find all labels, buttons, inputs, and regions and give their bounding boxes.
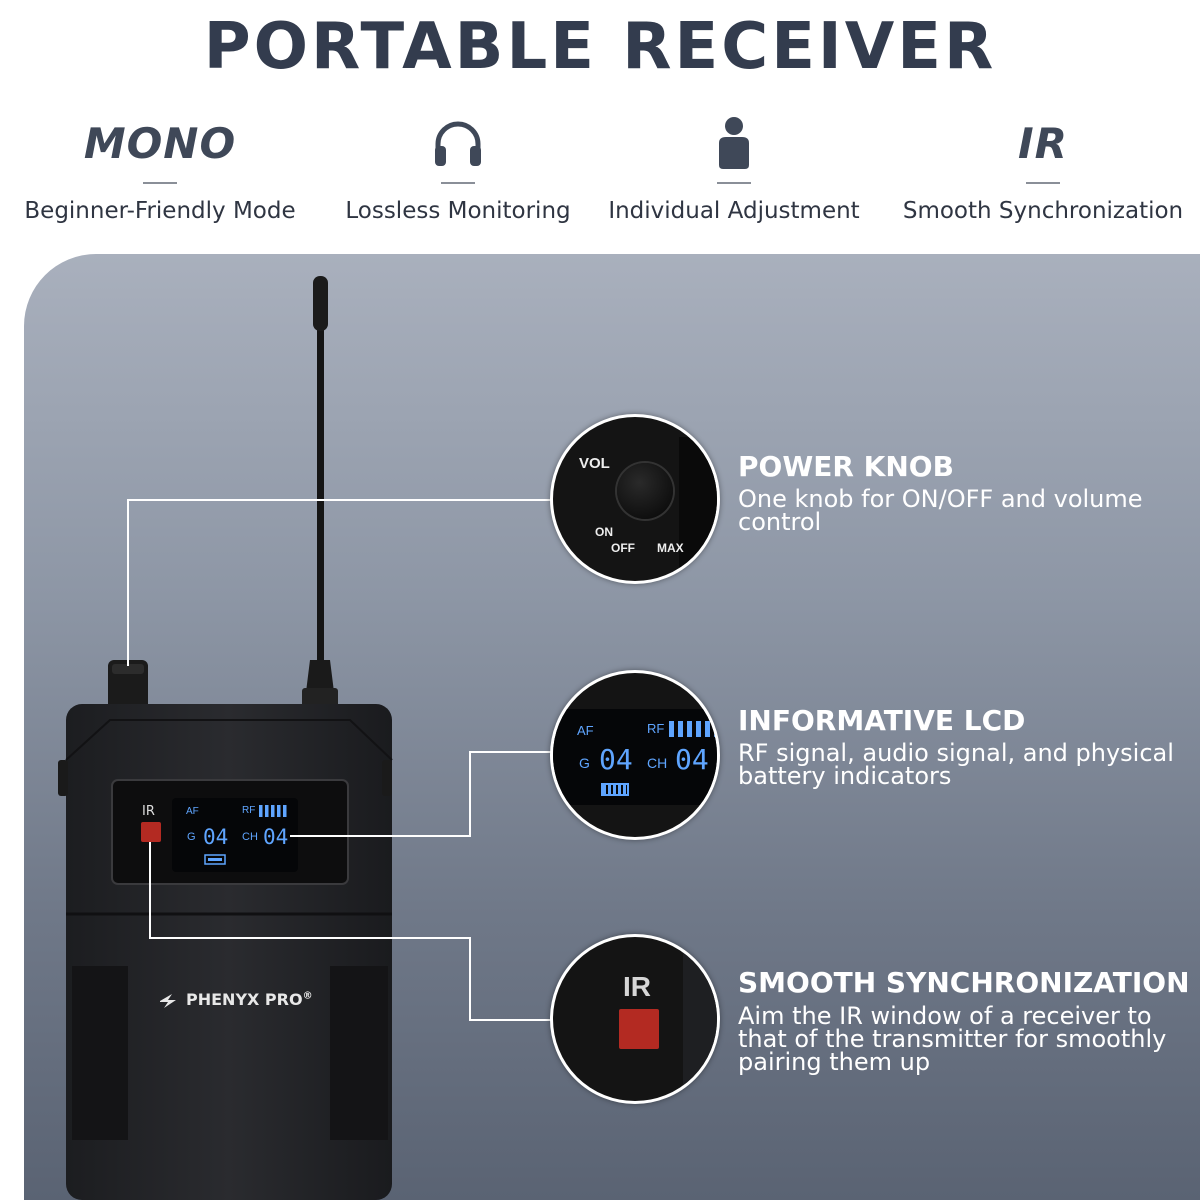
- lcd-g: G: [187, 831, 196, 843]
- person-icon: [719, 117, 749, 169]
- ir-zoom-label: IR: [623, 971, 651, 1002]
- lcd-zoom-battery-icon: [601, 783, 629, 796]
- lcd-zoom-af: AF: [577, 723, 594, 738]
- feature-ir: IR Smooth Synchronization: [888, 112, 1198, 232]
- mono-text: MONO: [83, 118, 237, 168]
- antenna-tip: [313, 276, 328, 331]
- ir-zoom-circle: IR: [550, 934, 720, 1104]
- lcd-g-value: 04: [203, 825, 229, 849]
- knob-zoom-circle: VOL ON OFF MAX: [550, 414, 720, 584]
- feature-label: Lossless Monitoring: [345, 198, 571, 224]
- knob-zoom-on: ON: [595, 525, 613, 539]
- lcd-ch: CH: [242, 831, 258, 843]
- headphones-icon: [435, 121, 481, 166]
- knob-zoom-max: MAX: [657, 541, 684, 555]
- divider: [1026, 182, 1060, 184]
- callout-power-knob-desc: One knob for ON/OFF and volume control: [738, 485, 1143, 536]
- feature-label: Smooth Synchronization: [902, 198, 1184, 224]
- lcd-zoom-g: G: [579, 755, 590, 771]
- registered-mark: ®: [302, 990, 313, 1002]
- ir-text: IR: [1018, 118, 1068, 168]
- connector-line-knob: [127, 499, 552, 666]
- lcd-zoom-rf: RF: [647, 721, 665, 736]
- knob-zoom-off: OFF: [611, 541, 635, 555]
- battery-icon: [204, 854, 226, 865]
- callout-lcd-title: INFORMATIVE LCD: [738, 704, 1026, 737]
- connector-line-lcd: [290, 751, 552, 837]
- callout-power-knob-title: POWER KNOB: [738, 450, 954, 483]
- lcd-zoom-ch: CH: [647, 755, 668, 771]
- feature-mono: MONO Beginner-Friendly Mode: [10, 112, 310, 232]
- ir-zoom-button: [619, 1009, 659, 1049]
- knob-zoom-knob: [617, 463, 673, 519]
- divider: [717, 182, 751, 184]
- feature-label: Individual Adjustment: [608, 198, 860, 224]
- page-title: PORTABLE RECEIVER: [203, 10, 997, 84]
- feature-lossless: Lossless Monitoring: [318, 112, 598, 232]
- lcd-ch-value: 04: [263, 825, 289, 849]
- rf-bars: [259, 805, 287, 817]
- device-ir-label: IR: [142, 804, 155, 819]
- feature-individual: Individual Adjustment: [600, 112, 868, 232]
- connector-line-ir: [149, 842, 552, 1021]
- brand-name: PHENYX PRO®: [186, 990, 313, 1009]
- callout-sync-desc: Aim the IR window of a receiver to that …: [738, 1002, 1167, 1076]
- divider: [143, 182, 177, 184]
- lcd-zoom-bars: [669, 721, 715, 737]
- lcd-rf: RF: [242, 805, 256, 816]
- brand-logo-icon: [160, 994, 176, 1008]
- knob-zoom-vol: VOL: [579, 455, 610, 472]
- lcd-zoom-circle: AF RF G 04 CH 04: [550, 670, 720, 840]
- feature-label: Beginner-Friendly Mode: [24, 198, 296, 224]
- callout-lcd-desc: RF signal, audio signal, and physical ba…: [738, 739, 1174, 790]
- ir-button: [141, 822, 161, 842]
- antenna: [317, 290, 324, 670]
- brand-text: PHENYX PRO: [186, 990, 303, 1009]
- divider: [441, 182, 475, 184]
- lcd-zoom-g-value: 04: [599, 743, 633, 776]
- lcd-zoom-ch-value: 04: [675, 743, 709, 776]
- callout-sync-title: SMOOTH SYNCHRONIZATION: [738, 966, 1190, 999]
- lcd-af: AF: [186, 806, 199, 817]
